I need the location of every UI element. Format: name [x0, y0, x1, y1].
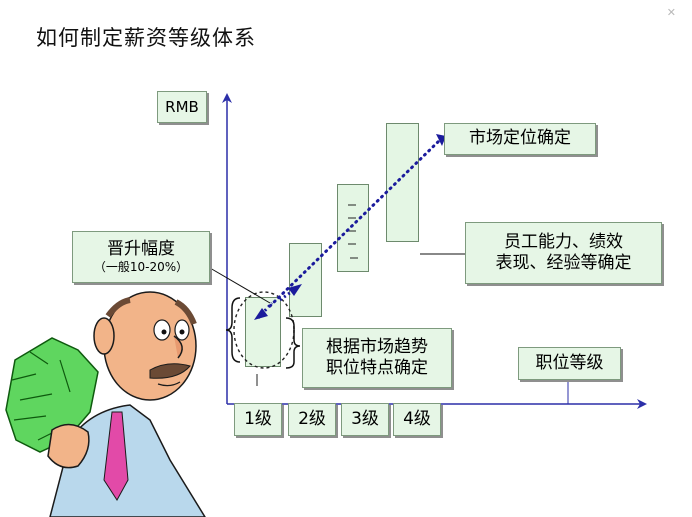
trend-arrow — [268, 136, 444, 308]
x-axis-label: 职位等级 — [518, 347, 621, 380]
y-axis-label-text: RMB — [165, 97, 199, 116]
employee-factors-callout: 员工能力、绩效 表现、经验等确定 — [465, 222, 662, 284]
grade-2-label-text: 2级 — [298, 408, 326, 429]
promotion-range-callout: 晋升幅度 （一般10-20%） — [72, 231, 210, 283]
grade-1-label-text: 1级 — [244, 408, 272, 429]
promotion-range-heading: 晋升幅度 — [107, 238, 175, 259]
market-trend-line-2: 职位特点确定 — [326, 358, 428, 378]
grade-3-salary-band — [337, 184, 369, 272]
grade-4-salary-band — [386, 123, 419, 242]
grade-2-salary-band — [289, 243, 322, 317]
y-axis-label: RMB — [157, 91, 207, 123]
grade-1-salary-band — [245, 297, 281, 367]
left-brace — [225, 297, 241, 363]
grade-3-label: 3级 — [341, 403, 389, 436]
grade-3-label-text: 3级 — [351, 408, 379, 429]
market-positioning-text: 市场定位确定 — [469, 128, 571, 149]
page-title: 如何制定薪资等级体系 — [36, 26, 256, 50]
employee-factors-line-1: 员工能力、绩效 — [504, 231, 623, 252]
market-positioning-callout: 市场定位确定 — [444, 123, 596, 155]
market-trend-line-1: 根据市场趋势 — [326, 336, 428, 357]
clerk-with-money-illustration — [5, 291, 206, 517]
promotion-range-note: （一般10-20%） — [93, 260, 189, 275]
promotion-double-arrow — [256, 285, 299, 320]
promotion-range-ellipse — [233, 291, 295, 369]
x-axis-label-text: 职位等级 — [535, 352, 604, 373]
promotion-leader — [209, 267, 271, 304]
grade-4-label-text: 4级 — [403, 408, 431, 429]
grade-4-label: 4级 — [393, 403, 441, 436]
market-trend-callout: 根据市场趋势 职位特点确定 — [302, 328, 452, 388]
close-icon[interactable]: ✕ — [666, 6, 676, 19]
grade-2-label: 2级 — [288, 403, 336, 436]
right-brace — [285, 317, 301, 369]
grade-1-label: 1级 — [234, 403, 282, 436]
employee-factors-line-2: 表现、经验等确定 — [495, 253, 632, 273]
